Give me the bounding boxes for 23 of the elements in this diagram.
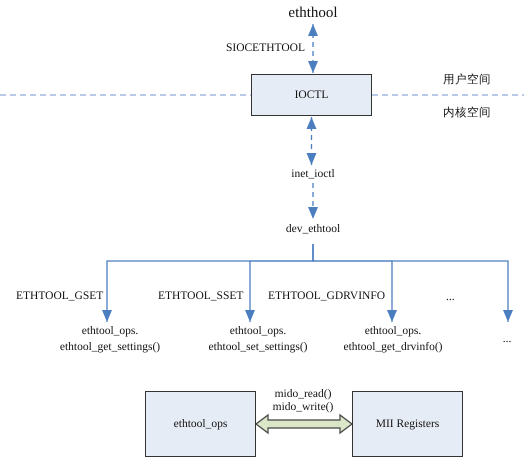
arrow <box>306 117 316 165</box>
function-label: inet_ioctl <box>268 166 358 181</box>
function-label: ethtool_ops. ethtool_set_settings() <box>193 323 323 355</box>
region-label: 用户空间 <box>443 73 491 87</box>
function-label: dev_ethtool <box>263 221 363 236</box>
box-label: MII Registers <box>376 417 440 432</box>
program-label: eththool <box>278 3 348 22</box>
box-label: ethtool_ops <box>174 417 228 432</box>
process-box <box>145 391 256 457</box>
edge-label: ETHTOOL_GDRVINFO <box>268 290 386 303</box>
process-box <box>251 74 372 116</box>
edge-label: ETHTOOL_SSET <box>158 290 244 303</box>
region-label: 内核空间 <box>443 106 491 120</box>
arrow <box>308 24 318 73</box>
edge-label: ETHTOOL_GSET <box>16 290 104 303</box>
double-arrow <box>255 414 353 434</box>
process-box <box>352 391 463 457</box>
box-label: IOCTL <box>294 88 328 103</box>
function-label: ethtool_ops. ethtool_get_drvinfo() <box>328 323 458 355</box>
arrow <box>308 183 318 219</box>
function-label: ethtool_ops. ethtool_get_settings() <box>45 323 175 355</box>
ellipsis-label: ... <box>496 331 518 346</box>
arrow <box>312 244 513 322</box>
